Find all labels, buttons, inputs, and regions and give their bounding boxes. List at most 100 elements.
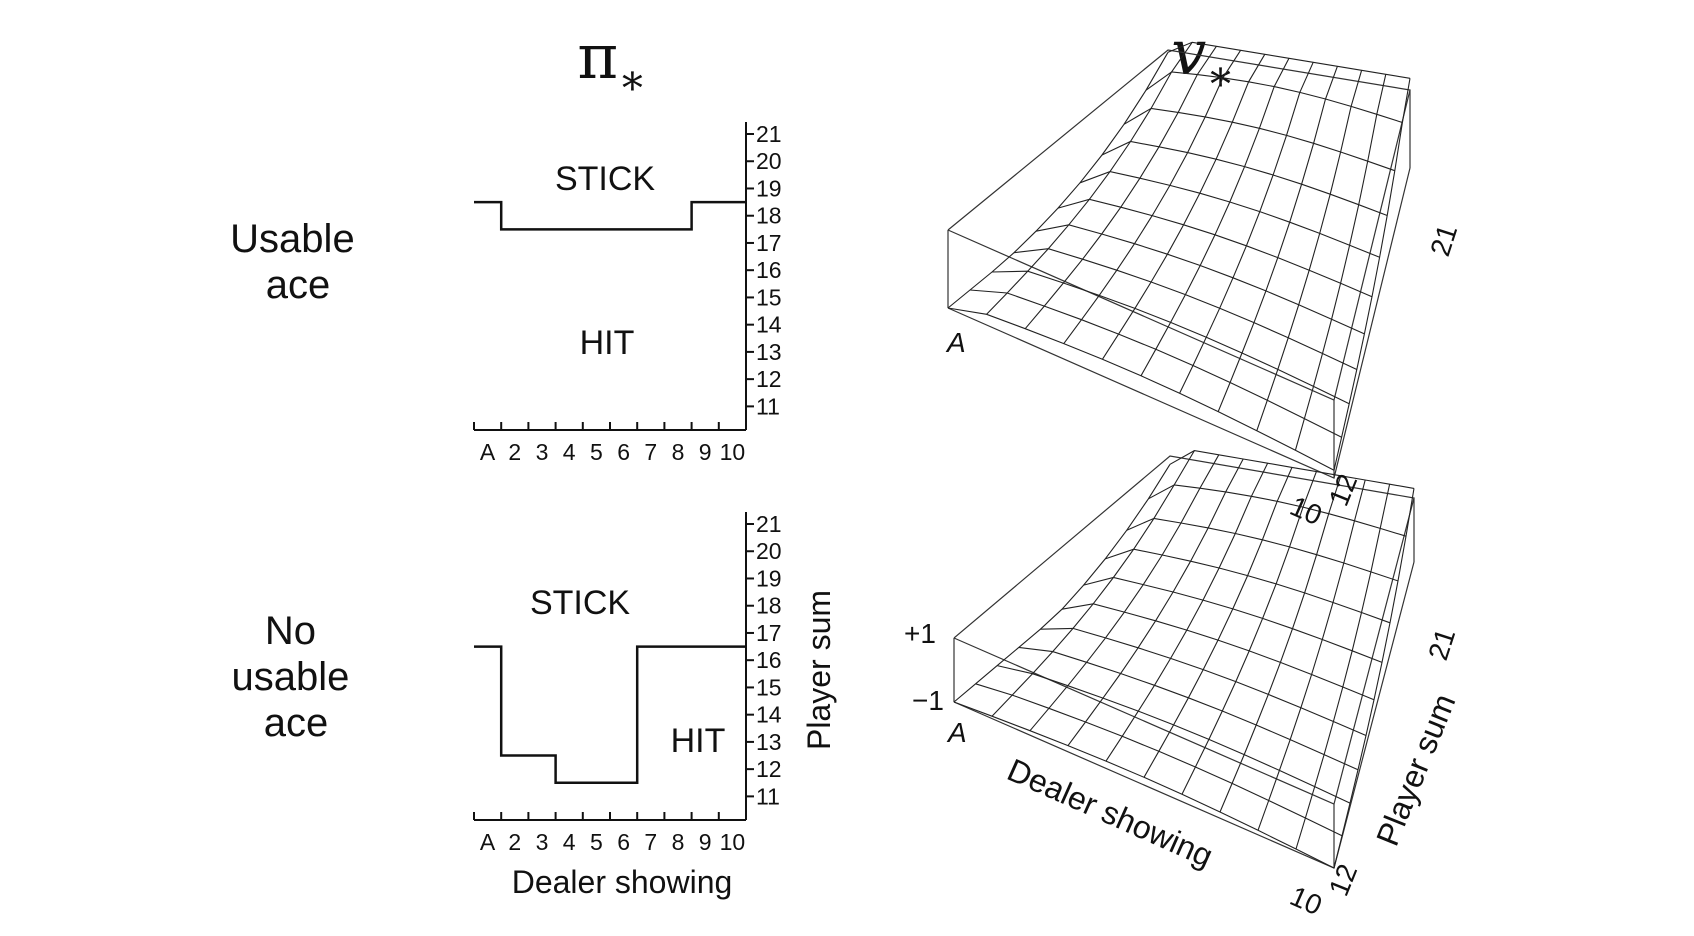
policy-y-tick-label: 18 [756, 203, 782, 229]
surface-player-end-tick: 21 [1424, 221, 1463, 260]
policy-y-tick-label: 13 [756, 339, 782, 365]
surface-dealer-end-tick: 10 [1286, 880, 1327, 921]
surface-mesh-line [1035, 224, 1365, 335]
surface-mesh-line [1169, 450, 1415, 489]
surface-mesh-line [1294, 74, 1387, 451]
surface-mesh-line [1013, 248, 1358, 370]
policy-y-tick-label: 17 [756, 620, 782, 646]
policy-y-tick-label: 20 [756, 148, 782, 174]
policy-y-tick-label: 16 [756, 257, 782, 283]
policy-boundary-line [474, 645, 746, 785]
surface-mesh-line [1029, 454, 1220, 732]
surface-mesh-line [1295, 484, 1391, 850]
surface-dealer-end-tick: 10 [1286, 490, 1327, 531]
row-label-no-usable-ace: No usable ace [232, 609, 361, 745]
policy-x-tick-label: 5 [590, 829, 603, 855]
policy-y-tick-label: 20 [756, 538, 782, 564]
policy-y-tick-label: 19 [756, 175, 782, 201]
surface-mesh-line [953, 464, 1171, 703]
policy-boundary-line [474, 200, 746, 231]
policy-y-tick-label: 21 [756, 121, 782, 147]
surface-mesh-line [1148, 484, 1407, 537]
surface-z-max-tick: +1 [904, 618, 936, 649]
policy-y-tick-label: 16 [756, 647, 782, 673]
policy-y-tick-label: 11 [756, 783, 780, 809]
policy-y-tick-label: 15 [756, 674, 782, 700]
surface-box-edge [947, 49, 1411, 401]
policy-column-title: π∗ [577, 20, 646, 104]
row-label-line: No [265, 609, 316, 653]
policy-x-axis-title: Dealer showing [512, 864, 733, 900]
policy-x-tick-label: 7 [644, 829, 657, 855]
surface-z-min-tick: −1 [912, 685, 944, 716]
surface-mesh-line [1217, 66, 1338, 412]
row-label-line: Usable [230, 217, 355, 261]
policy-x-tick-label: 8 [672, 439, 685, 465]
policy-x-tick-label: 6 [617, 829, 630, 855]
surface-dealer-start-tick: A [946, 717, 967, 748]
surface-mesh-line [1333, 488, 1415, 869]
surface-mesh-line [1256, 70, 1363, 431]
row-label-line: usable [232, 655, 350, 699]
surface-mesh-line [1061, 603, 1375, 701]
surface-player-axis-title: Player sum [1369, 689, 1462, 851]
policy-y-tick-label: 11 [756, 393, 780, 419]
policy-x-tick-label: 5 [590, 439, 603, 465]
surface-mesh-line [1181, 471, 1317, 795]
surface-mesh-line [1067, 458, 1244, 746]
policy-y-tick-label: 19 [756, 565, 782, 591]
policy-x-tick-label: 2 [508, 829, 521, 855]
policy-y-axis-title: Player sum [801, 590, 837, 750]
policy-y-tick-label: 12 [756, 366, 782, 392]
policy-x-tick-label: 10 [720, 439, 746, 465]
surface-mesh-line [986, 41, 1193, 315]
surface-mesh-line [1040, 627, 1367, 737]
surface-mesh-line [1179, 62, 1314, 394]
surface-mesh-line [1123, 107, 1395, 172]
value-surface-no-usable-ace [953, 450, 1415, 869]
policy-x-tick-label: 3 [536, 439, 549, 465]
policy-y-tick-label: 14 [756, 702, 782, 728]
surface-dealer-start-tick: A [945, 327, 966, 358]
row-label-line: ace [264, 701, 329, 745]
policy-y-tick-label: 14 [756, 312, 782, 338]
policy-y-tick-label: 12 [756, 756, 782, 782]
policy-y-tick-label: 15 [756, 284, 782, 310]
surface-mesh-line [1101, 140, 1388, 217]
row-label-usable-ace: Usable ace [230, 217, 366, 307]
surface-mesh-line [1219, 475, 1342, 813]
surface-mesh-line [1143, 467, 1293, 778]
policy-y-tick-label: 13 [756, 729, 782, 755]
policy-x-tick-label: 9 [699, 829, 712, 855]
policy-x-tick-label: 10 [720, 829, 746, 855]
surface-mesh-line [1079, 171, 1380, 258]
hit-region-label: HIT [671, 722, 726, 760]
hit-region-label: HIT [580, 324, 635, 362]
stick-region-label: STICK [555, 160, 655, 198]
surface-mesh-line [1105, 462, 1269, 762]
surface-mesh-line [1018, 646, 1359, 771]
surface-player-end-tick: 21 [1422, 625, 1461, 664]
surface-mesh-line [1101, 54, 1266, 360]
surface-mesh-line [969, 289, 1342, 438]
surface-mesh-line [1333, 78, 1411, 471]
policy-x-tick-label: 7 [644, 439, 657, 465]
policy-y-tick-label: 17 [756, 230, 782, 256]
row-label-line: ace [266, 263, 331, 307]
policy-y-tick-label: 21 [756, 511, 782, 537]
surface-mesh-line [1024, 45, 1217, 330]
policy-x-tick-label: 4 [563, 439, 576, 465]
value-surface-usable-ace [947, 41, 1411, 479]
surface-mesh-line [947, 52, 1169, 309]
surface-mesh-line [1257, 479, 1366, 831]
surface-mesh-line [1063, 50, 1242, 344]
policy-x-tick-label: 9 [699, 439, 712, 465]
surface-mesh-line [991, 450, 1195, 717]
surface-mesh-line [991, 270, 1350, 405]
surface-mesh-line [1140, 58, 1290, 377]
policy-y-tick-label: 18 [756, 593, 782, 619]
policy-x-tick-label: 2 [508, 439, 521, 465]
